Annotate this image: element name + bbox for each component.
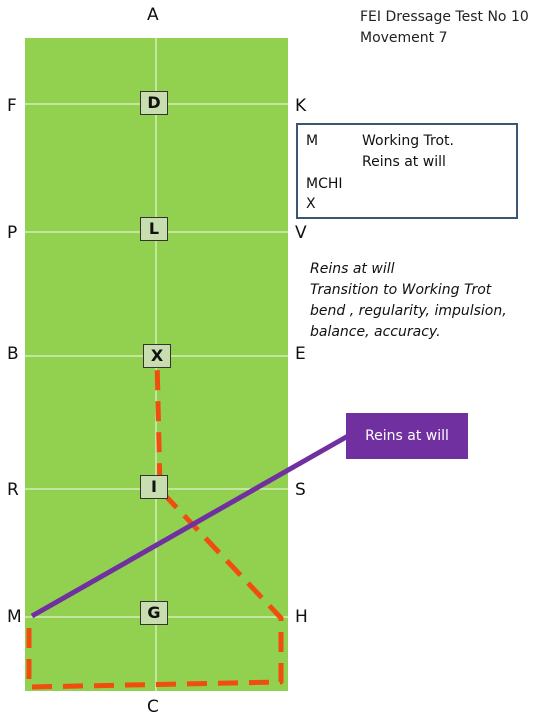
letter-e: E (295, 344, 306, 364)
test-title-line2: Movement 7 (360, 30, 448, 46)
test-title-line1: FEI Dressage Test No 10 (360, 9, 529, 25)
info-marker-mchi: MCHI (306, 176, 343, 192)
movement-path (26, 357, 284, 690)
letter-m: M (7, 607, 22, 627)
letter-p: P (7, 223, 18, 243)
info-marker-m: M (306, 133, 319, 149)
test-title: FEI Dressage Test No 10 Movement 7 (360, 7, 540, 49)
description-line2: Transition to Working Trot (310, 282, 492, 298)
info-text-working-trot: Working Trot. (362, 133, 454, 149)
marker-d: D (140, 91, 168, 115)
description-line1: Reins at will (310, 261, 395, 277)
marker-g: G (140, 601, 168, 625)
reins-at-will-line (30, 433, 350, 619)
letter-k: K (295, 96, 307, 116)
info-marker-x: X (306, 196, 316, 212)
letter-r: R (7, 480, 19, 500)
marker-x: X (143, 344, 171, 368)
letter-b: B (7, 344, 19, 364)
reins-callout: Reins at will (346, 413, 468, 459)
letter-c: C (147, 697, 159, 717)
letter-h: H (295, 607, 308, 627)
letter-s: S (295, 480, 306, 500)
letter-v: V (295, 223, 307, 243)
description-line4: balance, accuracy. (310, 324, 441, 340)
path-segment-route (26, 357, 284, 690)
description-line3: bend , regularity, impulsion, (310, 303, 507, 319)
movement-description: Reins at will Transition to Working Trot… (310, 259, 540, 343)
marker-l: L (140, 217, 168, 241)
letter-a: A (147, 5, 159, 25)
info-text-reins: Reins at will (362, 154, 446, 170)
letter-f: F (7, 96, 17, 116)
marker-i: I (140, 475, 168, 499)
movement-info-box: M Working Trot. Reins at will MCHI X (296, 123, 518, 219)
